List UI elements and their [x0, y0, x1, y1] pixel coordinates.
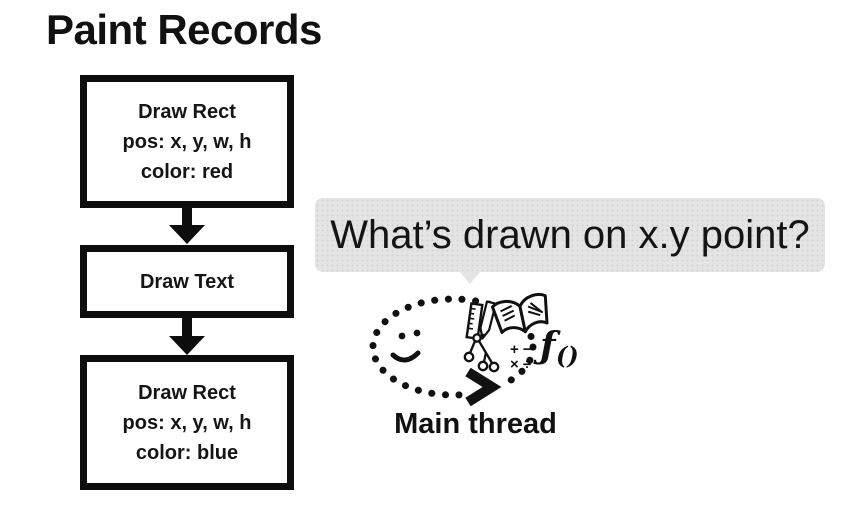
- function-symbol-icon: ƒ (): [533, 325, 579, 370]
- loop-arrow-icon: [462, 363, 511, 410]
- speech-bubble-text: What’s drawn on x.y point?: [330, 212, 810, 257]
- main-thread-doodle: + − × ÷ ƒ (): [369, 292, 579, 410]
- box-line: Draw Rect: [138, 100, 236, 123]
- function-parens: (): [556, 341, 579, 370]
- paint-record-box-draw-rect-blue: Draw Rect pos: x, y, w, h color: blue: [80, 355, 294, 490]
- smiley-face-icon: [390, 329, 421, 363]
- flow-arrow-1-stem: [182, 206, 192, 226]
- math-bottom: × ÷: [510, 356, 531, 373]
- slide-title: Paint Records: [46, 6, 322, 53]
- box-line: Draw Rect: [138, 381, 236, 404]
- box-line: color: blue: [135, 441, 239, 464]
- box-line: Draw Text: [139, 270, 235, 293]
- loop-dots-icon: [369, 295, 537, 399]
- flow-arrow-1-down-icon: [169, 225, 205, 244]
- flow-arrow-2-stem: [182, 317, 192, 337]
- speech-bubble-tail: [459, 271, 481, 284]
- math-top: + −: [510, 341, 532, 358]
- flow-arrow-2-down-icon: [169, 336, 205, 355]
- tree-diagram-icon: [463, 333, 500, 373]
- ruler-icon: [465, 302, 484, 341]
- paint-record-box-draw-text: Draw Text: [80, 245, 294, 318]
- main-thread-label: Main thread: [394, 408, 557, 440]
- math-symbols-icon: + − × ÷: [510, 341, 532, 373]
- paint-record-box-draw-rect-red: Draw Rect pos: x, y, w, h color: red: [80, 75, 294, 208]
- speech-bubble: What’s drawn on x.y point?: [315, 198, 825, 272]
- box-line: color: red: [140, 160, 234, 183]
- box-line: pos: x, y, w, h: [122, 411, 252, 434]
- pencil-icon: [479, 300, 497, 340]
- box-line: pos: x, y, w, h: [122, 130, 252, 153]
- open-book-icon: [490, 292, 549, 335]
